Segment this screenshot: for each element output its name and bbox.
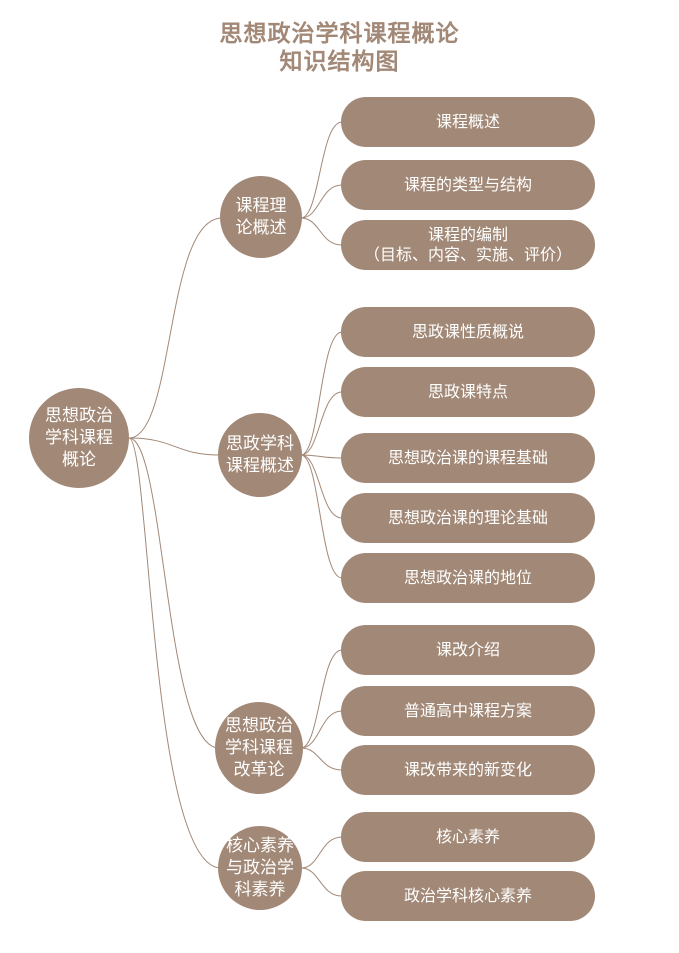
branch2-leaf3-link	[300, 454, 343, 459]
leaf-node-label: 思想政治课的地位	[403, 568, 532, 587]
root-branch1-link	[128, 217, 223, 439]
leaf-node-label: 课程概述	[435, 112, 500, 131]
root-branch3-link	[128, 437, 220, 749]
branch2-leaf1-link	[300, 331, 343, 456]
branch-node-line: 科素养	[234, 880, 286, 900]
leaf-node-label: 课改介绍	[435, 640, 500, 659]
leaf-node-label: 政治学科核心素养	[403, 886, 532, 905]
branch-node-politics-overview: 思政学科 课程概述	[218, 413, 302, 497]
leaf-node: 普通高中课程方案	[341, 686, 595, 736]
leaf-node: 核心素养	[341, 812, 595, 862]
leaf-node: 政治学科核心素养	[341, 871, 595, 921]
leaf-node: 课程的类型与结构	[341, 160, 595, 210]
branch-node-line: 学科课程	[225, 738, 293, 758]
leaf-node-label: 核心素养	[435, 827, 500, 846]
branch2-leaf4-link	[300, 454, 343, 519]
branch2-leaf2-link	[300, 391, 343, 456]
leaf-node: 课程的编制 （目标、内容、实施、评价）	[341, 220, 595, 270]
branch-node-line: 课程理	[235, 196, 287, 216]
leaf-node-label: 思政课性质概说	[411, 322, 524, 341]
branch4-leaf1-link	[300, 836, 343, 869]
leaf-node-label: 思想政治课的理论基础	[387, 508, 548, 527]
branch-node-line: 改革论	[233, 760, 285, 780]
root-node: 思想政治 学科课程 概论	[29, 388, 129, 488]
diagram-title-line2: 知识结构图	[279, 49, 400, 75]
leaf-node-label: 课改带来的新变化	[403, 760, 532, 779]
branch3-leaf1-link	[300, 649, 343, 749]
leaf-node-sublabel: （目标、内容、实施、评价）	[363, 245, 572, 264]
branch2-leaf5-link	[300, 454, 343, 579]
branch-node-line: 论概述	[235, 218, 287, 238]
branch-node-line: 与政治学	[226, 858, 294, 878]
branch1-leaf2-link	[300, 184, 343, 219]
leaf-node-label: 课程的类型与结构	[403, 175, 532, 194]
root-branch2-link	[128, 437, 221, 456]
branch-node-line: 课程概述	[226, 456, 294, 476]
leaf-node: 思政课性质概说	[341, 307, 595, 357]
leaf-node: 课程概述	[341, 97, 595, 147]
root-node-line: 思想政治	[45, 406, 113, 426]
leaf-node: 思政课特点	[341, 367, 595, 417]
leaf-node: 思想政治课的地位	[341, 553, 595, 603]
leaf-node-label: 思想政治课的课程基础	[387, 448, 548, 467]
branch-node-curriculum-theory: 课程理 论概述	[220, 176, 302, 258]
root-node-line: 学科课程	[45, 428, 113, 448]
leaf-node: 课改带来的新变化	[341, 745, 595, 795]
leaf-node-label: 思政课特点	[427, 382, 508, 401]
leaf-node-label: 课程的编制	[427, 225, 508, 244]
branch3-leaf2-link	[300, 710, 343, 749]
branch3-leaf3-link	[300, 747, 343, 771]
branch4-leaf2-link	[300, 867, 343, 897]
leaf-node: 思想政治课的课程基础	[341, 433, 595, 483]
root-branch4-link	[128, 437, 222, 869]
branch-node-core-literacy: 核心素养 与政治学 科素养	[218, 826, 302, 910]
branch-node-reform: 思想政治 学科课程 改革论	[215, 702, 303, 794]
leaf-node: 课改介绍	[341, 625, 595, 675]
branch-node-line: 思政学科	[226, 434, 294, 454]
leaf-node-label: 普通高中课程方案	[403, 701, 532, 720]
root-node-line: 概论	[62, 450, 96, 470]
branch1-leaf3-link	[300, 217, 343, 246]
branch-node-line: 核心素养	[226, 836, 294, 856]
diagram-title-line1: 思想政治学科课程概论	[219, 21, 460, 47]
leaf-node: 思想政治课的理论基础	[341, 493, 595, 543]
branch1-leaf1-link	[300, 121, 343, 219]
branch-node-line: 思想政治	[225, 716, 293, 736]
